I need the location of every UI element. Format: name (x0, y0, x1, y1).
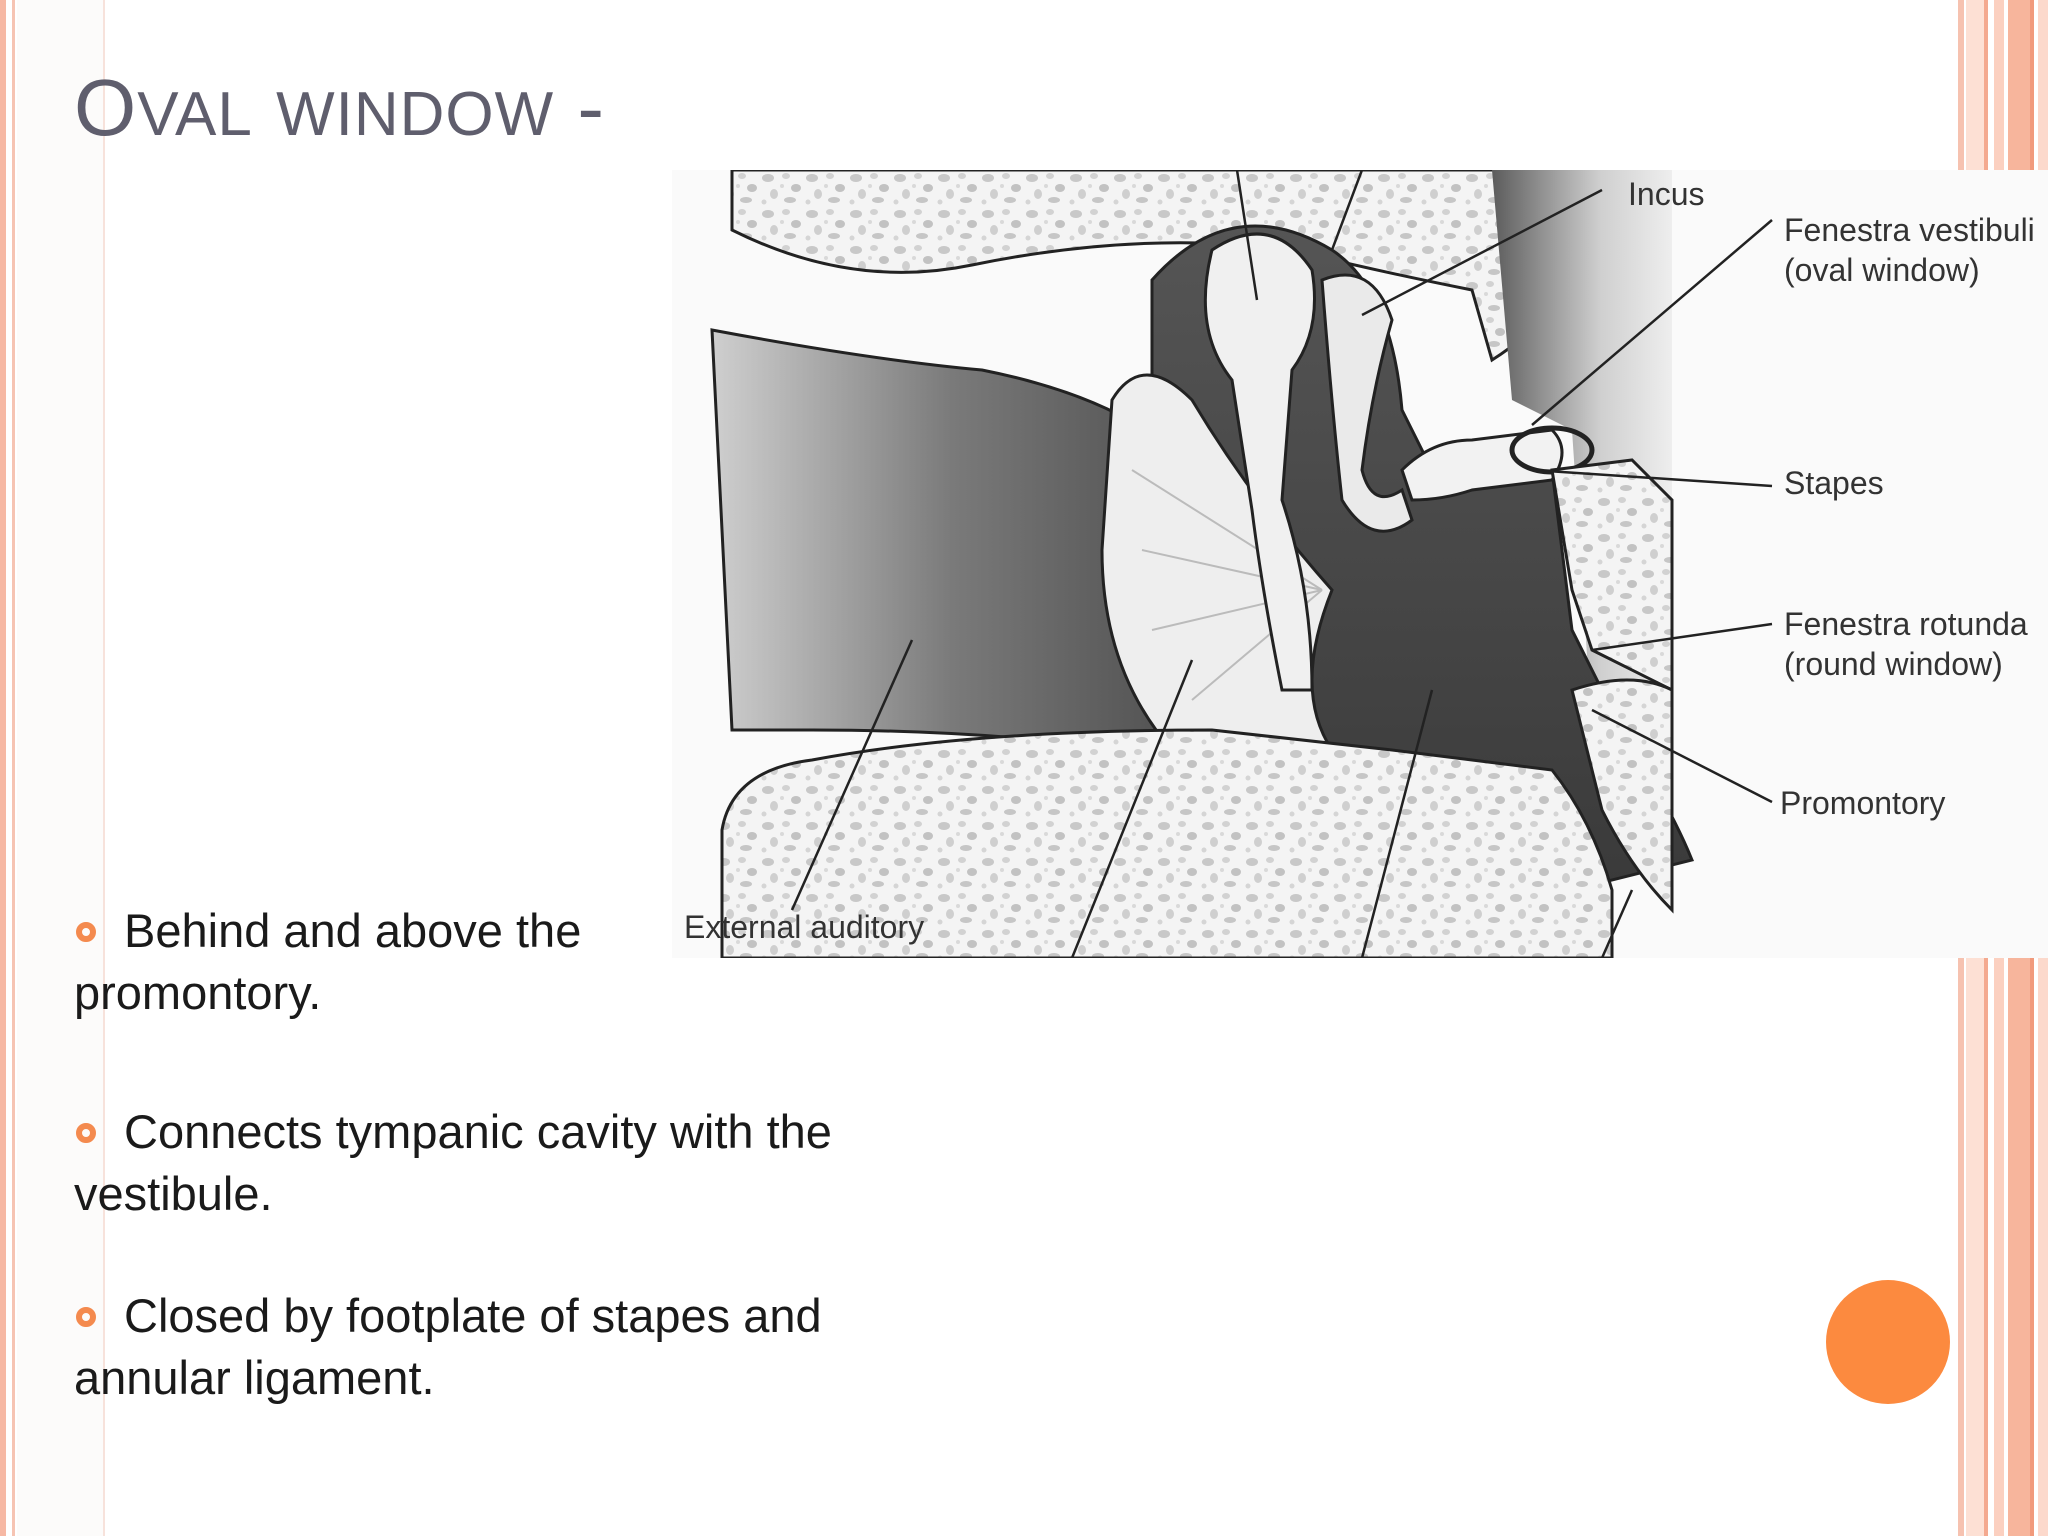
label-round-window: (round window) (1784, 646, 2003, 682)
bullet-text: Closed by footplate of stapes and annula… (74, 1289, 822, 1404)
label-fenestra-vestibuli: Fenestra vestibuli (1784, 212, 2035, 248)
bullet-text: Behind and above the promontory. (74, 904, 582, 1019)
bullet-circle-icon (76, 1307, 96, 1327)
bullet-item: Connects tympanic cavity with the vestib… (74, 1101, 874, 1225)
label-external-auditory: External auditory (684, 909, 924, 945)
slide-title-text: OVAL WINDOW - (74, 63, 606, 152)
label-fenestra-rotunda: Fenestra rotunda (1784, 606, 2028, 642)
label-oval-window: (oval window) (1784, 252, 1980, 288)
decorative-orange-circle (1826, 1280, 1950, 1404)
bullet-circle-icon (76, 922, 96, 942)
label-promontory: Promontory (1780, 785, 1945, 821)
ear-anatomy-illustration: Incus Fenestra vestibuli (oval window) S… (684, 170, 2035, 958)
left-border-stripe-thin (12, 0, 15, 1536)
left-border-panel (17, 0, 103, 1536)
left-border-line (103, 0, 105, 1536)
bullet-circle-icon (76, 1123, 96, 1143)
bullet-text: Connects tympanic cavity with the vestib… (74, 1105, 832, 1220)
ear-anatomy-figure: Incus Fenestra vestibuli (oval window) S… (672, 170, 2048, 958)
label-stapes: Stapes (1784, 465, 1884, 501)
label-incus: Incus (1628, 176, 1704, 212)
bullet-item: Closed by footplate of stapes and annula… (74, 1285, 834, 1409)
bullet-item: Behind and above the promontory. (74, 900, 674, 1024)
left-border-stripe (0, 0, 6, 1536)
slide-title: OVAL WINDOW - (74, 62, 605, 154)
